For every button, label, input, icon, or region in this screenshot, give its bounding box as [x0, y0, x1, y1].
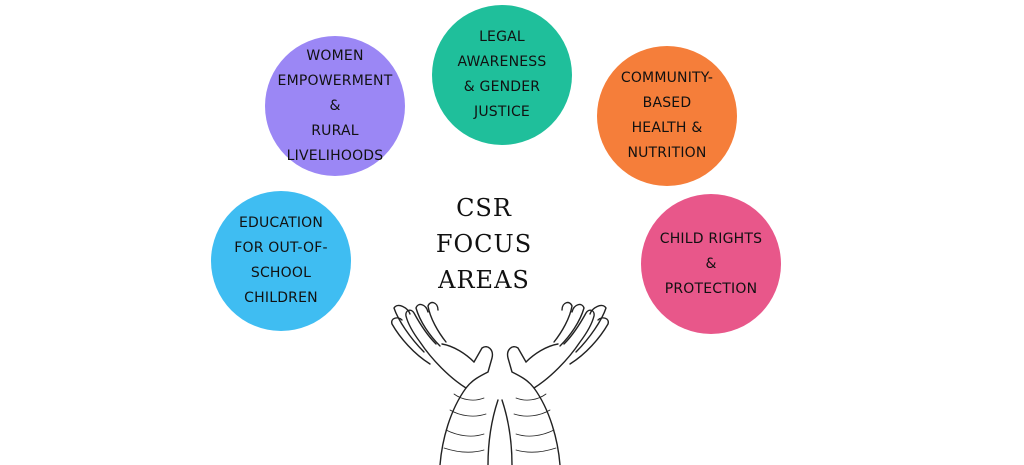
focus-area-label: LEGAL AWARENESS & GENDER JUSTICE — [457, 29, 547, 120]
focus-area-legal-awareness: LEGAL AWARENESS & GENDER JUSTICE — [432, 5, 572, 145]
focus-area-community-health: COMMUNITY-BASED HEALTH & NUTRITION — [597, 46, 737, 186]
focus-area-education: EDUCATION FOR OUT-OF- SCHOOL CHILDREN — [211, 191, 351, 331]
focus-area-label: COMMUNITY-BASED HEALTH & NUTRITION — [620, 70, 714, 161]
focus-area-women-empowerment: WOMEN EMPOWERMENT & RURAL LIVELIHOODS — [265, 36, 405, 176]
open-hands-icon — [380, 290, 620, 465]
focus-area-label: WOMEN EMPOWERMENT & RURAL LIVELIHOODS — [277, 47, 393, 164]
focus-area-label: EDUCATION FOR OUT-OF- SCHOOL CHILDREN — [234, 215, 328, 306]
diagram-title: CSR FOCUS AREAS — [435, 194, 533, 294]
focus-area-label: CHILD RIGHTS & PROTECTION — [659, 230, 763, 297]
focus-area-child-rights: CHILD RIGHTS & PROTECTION — [641, 194, 781, 334]
